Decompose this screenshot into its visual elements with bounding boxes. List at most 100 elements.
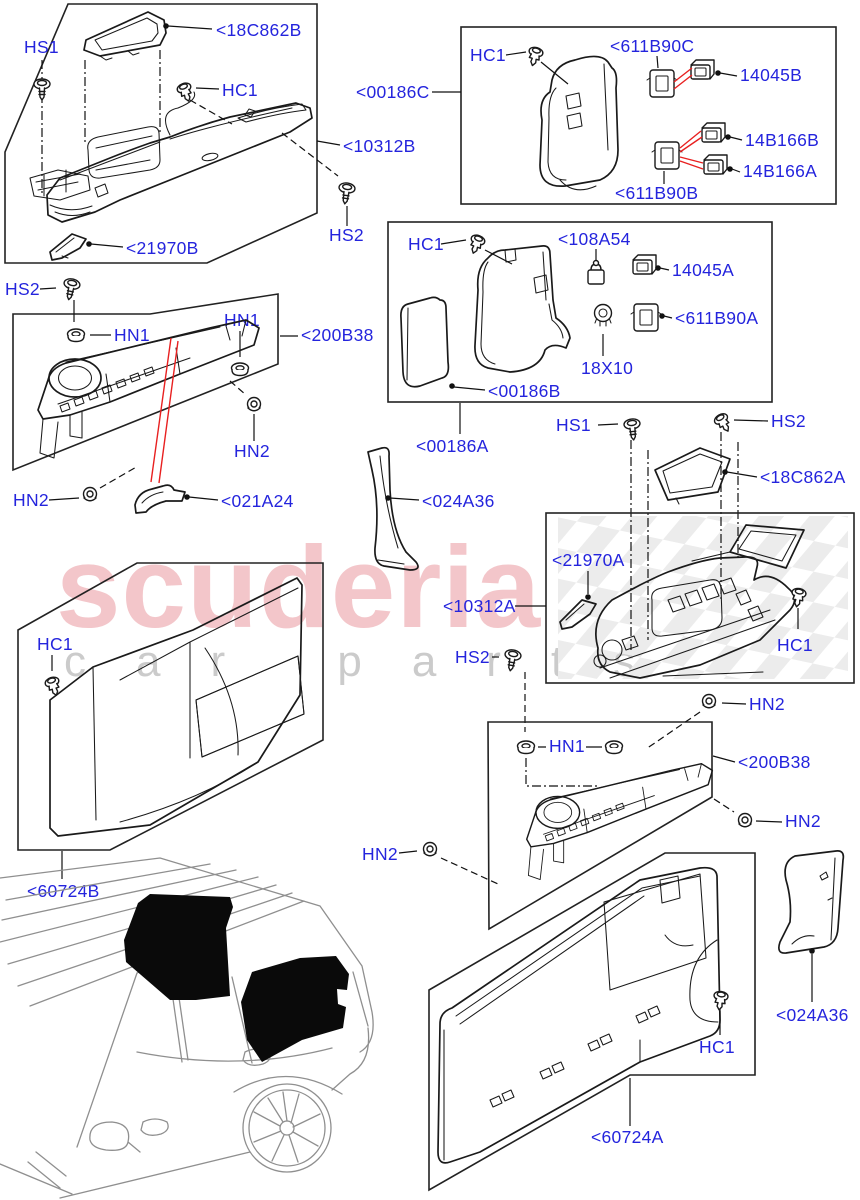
label-hs2-b[interactable]: HS2 [5,279,40,299]
grommet-18x10 [593,303,613,327]
box-00186b [387,221,773,403]
label-14045a[interactable]: 14045A [672,260,734,280]
label-611b90c[interactable]: <611B90C [610,36,694,56]
label-10312a[interactable]: <10312A [443,596,516,616]
label-200b38-rh[interactable]: <200B38 [301,325,374,345]
label-hc1-g[interactable]: HC1 [37,634,73,654]
leader-hs2-e [733,419,769,422]
hn2-nut-f-top [701,693,717,709]
label-611b90a[interactable]: <611B90A [675,308,758,328]
label-hn2-f-left[interactable]: HN2 [362,844,398,864]
label-hs2-e[interactable]: HS2 [771,411,806,431]
leader-21970b [90,243,124,248]
leader-hs1-e [597,423,619,426]
leader-14045a [659,267,670,271]
leader-10312b [316,140,341,146]
label-hn1-b2[interactable]: HN1 [224,310,260,330]
label-024a36-r[interactable]: <024A36 [776,1005,849,1025]
label-024a36-c[interactable]: <024A36 [422,491,495,511]
label-21970b[interactable]: <21970B [126,238,199,258]
label-108a54[interactable]: <108A54 [558,229,631,249]
label-hn2-bl[interactable]: HN2 [13,490,49,510]
leader-dot-14b166b [725,134,731,140]
clip-108a54 [587,259,605,285]
label-hs1-e[interactable]: HS1 [556,415,591,435]
label-14b166a[interactable]: 14B166A [743,161,817,181]
dash-hn2-f-right [713,798,735,813]
leader-hn2-f-left [398,850,418,854]
leader-dot-18c862a [722,469,728,475]
part-200b38-bracket-lh [526,762,714,881]
dash-hn2-bl [99,465,139,489]
label-hn2-f-top[interactable]: HN2 [749,694,785,714]
leader-021a24 [188,496,219,501]
label-021a24[interactable]: <021A24 [221,491,294,511]
highlight-panel-rear [241,956,349,1062]
part-21970a-strip [559,599,597,630]
label-00186c[interactable]: <00186C [356,82,430,102]
label-60724b[interactable]: <60724B [27,881,100,901]
label-21970a[interactable]: <21970A [552,550,625,570]
switch-14045b [690,59,715,80]
hs2-clip-e [711,410,735,436]
leader-dot-14045b [715,70,721,76]
hs2-screw-a [336,181,357,206]
label-hs1-a[interactable]: HS1 [24,37,59,57]
leader-14045b [719,72,738,77]
leader-dot-00186b [449,383,455,389]
label-611b90b[interactable]: <611B90B [615,183,698,203]
leader-200b38-lh [712,755,736,763]
section-bracket-rh: HS2 HN1 HN1 <200B38 HN2 HN2 <021A24 [5,276,374,514]
label-hs2-a[interactable]: HS2 [329,225,364,245]
label-hc1-a[interactable]: HC1 [222,80,258,100]
label-hc1-c[interactable]: HC1 [470,45,506,65]
label-14045b[interactable]: 14045B [740,65,802,85]
leader-611b90a [663,315,673,319]
label-200b38-lh[interactable]: <200B38 [738,752,811,772]
label-hn1-b1[interactable]: HN1 [114,325,150,345]
label-60724a[interactable]: <60724A [591,1127,664,1147]
leader-hn2-f-top [721,702,747,705]
socket-611b90b [651,141,683,170]
leader-dot-14045a [655,265,661,271]
label-hn2-f-right[interactable]: HN2 [785,811,821,831]
label-hn1-f[interactable]: HN1 [549,736,585,756]
leader-dot-024a36-r [809,948,815,954]
label-00186a[interactable]: <00186A [416,436,489,456]
hc1-clip-c [524,45,545,69]
switch-14b166b [701,122,726,143]
switch-14045a [632,254,657,275]
leader-14b166a [731,168,741,173]
label-14b166b[interactable]: 14B166B [745,130,819,150]
box-200b38-rh [12,293,279,472]
section-00186b: HC1 <00186B <108A54 14045A 18X10 <611B90… [387,221,773,456]
dash-hc1-a [189,99,233,125]
label-18c862b[interactable]: <18C862B [216,20,302,40]
switch-14b166a [703,154,728,175]
part-10312a-console [593,524,805,679]
section-024a36-center: <024A36 [367,446,495,571]
label-hc1-e[interactable]: HC1 [777,635,813,655]
leader-hc1-a [195,87,220,90]
part-21970b-strip [49,233,87,261]
label-10312b[interactable]: <10312B [343,136,416,156]
label-18c862a[interactable]: <18C862A [760,467,846,487]
dash-hn2-mid [229,380,247,396]
box-60724b [17,562,324,851]
leader-18c862b [167,25,213,30]
label-hs2-f[interactable]: HS2 [455,647,490,667]
leader-dot-021a24 [184,494,190,500]
part-024a36-center [367,446,419,571]
label-00186b[interactable]: <00186B [488,381,561,401]
leader-18c862a [726,471,758,478]
wheel-outer [242,1083,332,1173]
leader-hn2-bl [48,497,80,501]
section-console-lh: HS1 HS2 <18C862A <10312A [443,410,855,684]
label-hc1-d[interactable]: HC1 [408,234,444,254]
label-hc1-h[interactable]: HC1 [699,1037,735,1057]
label-18x10[interactable]: 18X10 [581,358,633,378]
label-hn2-mid[interactable]: HN2 [234,441,270,461]
box-10312b [4,3,318,264]
